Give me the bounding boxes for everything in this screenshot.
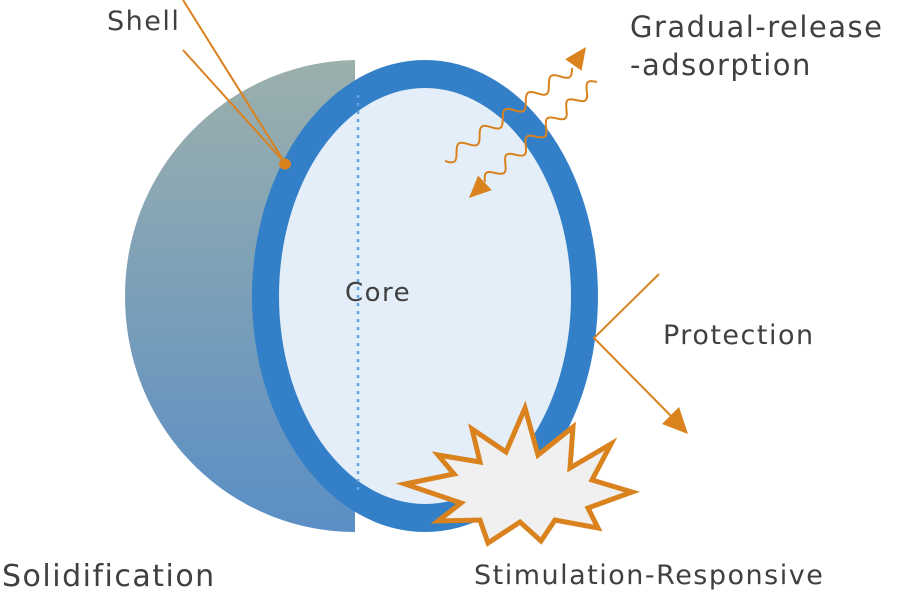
deflect-arrow-icon — [592, 273, 688, 434]
starburst-icon — [395, 400, 640, 547]
stimulation-responsive-label: Stimulation-Responsive — [474, 560, 825, 591]
wave-in-arrowhead — [469, 175, 492, 198]
gradual-release-line2: -adsorption — [630, 48, 812, 82]
solidification-label: Solidification — [2, 559, 216, 594]
shell-label: Shell — [107, 6, 181, 37]
pointer-dot-icon — [279, 158, 291, 170]
wave-out-arrowhead — [565, 47, 586, 71]
wavy-arrow-in-icon — [483, 80, 598, 183]
core-region — [279, 88, 571, 504]
core-label: Core — [345, 278, 412, 308]
wavy-arrow-out-icon — [444, 67, 573, 164]
gradual-release-label: Gradual-release -adsorption — [630, 8, 884, 84]
gradual-release-arrows — [444, 47, 598, 198]
protection-label: Protection — [663, 320, 815, 351]
shell-pointer — [182, 0, 291, 170]
gradual-release-line1: Gradual-release — [630, 10, 884, 44]
